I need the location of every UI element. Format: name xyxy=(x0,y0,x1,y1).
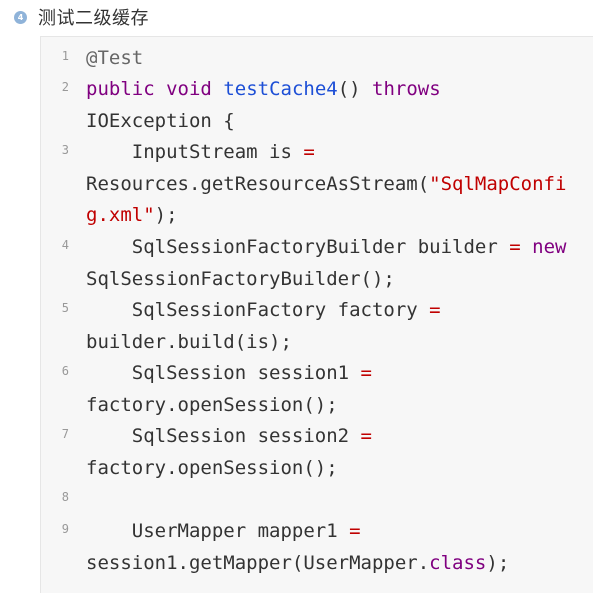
line-number: 8 xyxy=(61,490,69,504)
code-text: builder.build(is); xyxy=(86,330,292,353)
code-text: factory.openSession(); xyxy=(86,456,338,479)
keyword: new xyxy=(532,236,567,258)
code-line-6: 6 SqlSession session1 = factory.openSess… xyxy=(41,358,593,421)
line-number: 3 xyxy=(61,143,69,157)
code-line-8: 8 xyxy=(41,484,593,516)
code-block[interactable]: 1 @Test 2 public void testCache4() throw… xyxy=(40,36,593,593)
operator: = xyxy=(303,141,315,163)
code-text: SqlSession session1 xyxy=(86,362,361,384)
code-line-4: 4 SqlSessionFactoryBuilder builder = new… xyxy=(41,232,593,295)
line-number: 6 xyxy=(61,364,69,378)
code-line-9: 9 UserMapper mapper1 = session1.getMappe… xyxy=(41,516,593,579)
code-text: IOException { xyxy=(86,109,235,132)
operator: = xyxy=(360,425,372,447)
code-line-2: 2 public void testCache4() throws IOExce… xyxy=(41,74,593,137)
line-number-gutter xyxy=(41,37,73,593)
operator: = xyxy=(349,520,361,542)
keyword: public xyxy=(86,78,155,100)
code-text: UserMapper mapper1 xyxy=(86,520,350,542)
keyword: throws xyxy=(372,78,441,100)
line-number: 7 xyxy=(61,427,69,441)
code-text: Resources.getResourceAsStream( xyxy=(86,172,430,195)
code-line-3: 3 InputStream is = Resources.getResource… xyxy=(41,137,593,232)
section-heading: 4 测试二级缓存 xyxy=(14,4,149,30)
code-text: ); xyxy=(154,204,178,226)
code-text: SqlSessionFactory factory xyxy=(86,299,430,321)
annotation: @Test xyxy=(86,47,144,69)
code-text: SqlSessionFactoryBuilder builder xyxy=(86,236,510,258)
string-literal: "SqlMapConfi xyxy=(429,172,567,195)
keyword: class xyxy=(429,551,487,574)
code-text: SqlSessionFactoryBuilder(); xyxy=(86,267,395,290)
line-number: 9 xyxy=(61,522,69,536)
code-text: session1.getMapper(UserMapper. xyxy=(86,551,430,574)
code-line-1: 1 @Test xyxy=(41,43,593,75)
string-literal: g.xml" xyxy=(86,204,155,226)
method-name: testCache4 xyxy=(223,78,338,100)
line-number: 4 xyxy=(61,238,69,252)
code-line-7: 7 SqlSession session2 = factory.openSess… xyxy=(41,421,593,484)
code-text: () xyxy=(337,78,361,100)
section-title: 测试二级缓存 xyxy=(38,8,149,29)
operator: = xyxy=(429,299,441,321)
operator: = xyxy=(509,236,521,258)
keyword: void xyxy=(166,78,212,100)
code-text: ); xyxy=(486,551,510,574)
code-text: SqlSession session2 xyxy=(86,425,361,447)
code-text: factory.openSession(); xyxy=(86,393,338,416)
line-number: 5 xyxy=(61,301,69,315)
line-number: 2 xyxy=(61,80,69,94)
operator: = xyxy=(360,362,372,384)
code-text: InputStream is xyxy=(86,141,304,163)
code-line-5: 5 SqlSessionFactory factory = builder.bu… xyxy=(41,295,593,358)
line-number: 1 xyxy=(61,49,69,63)
step-number-badge: 4 xyxy=(14,10,27,24)
